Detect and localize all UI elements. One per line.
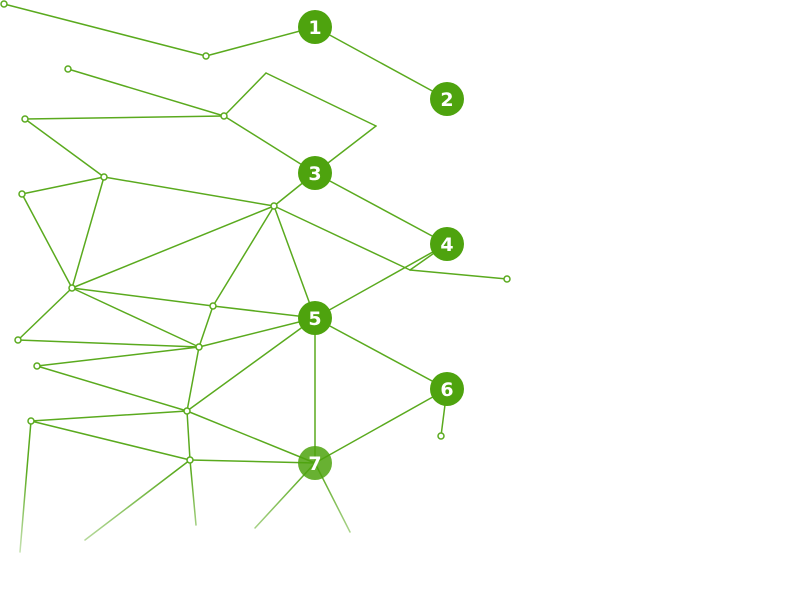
edge-j-h5 bbox=[273, 205, 316, 319]
node-o bbox=[14, 336, 22, 344]
edge-c-d bbox=[67, 68, 225, 117]
edge-h-m bbox=[71, 176, 105, 289]
numbered-node-2: 2 bbox=[430, 82, 464, 116]
edge-n-h5 bbox=[212, 305, 316, 319]
node-s bbox=[27, 417, 35, 425]
edge-r-h7 bbox=[186, 410, 316, 464]
edge-h5-h6 bbox=[314, 317, 448, 390]
node-i bbox=[18, 190, 26, 198]
edge-r-t bbox=[186, 410, 191, 461]
edge-o-p bbox=[17, 339, 200, 348]
numbered-node-1: 1 bbox=[298, 10, 332, 44]
numbered-node-circle bbox=[298, 446, 332, 480]
node-j bbox=[270, 202, 278, 210]
numbered-node-3: 3 bbox=[298, 156, 332, 190]
edge-k-l bbox=[409, 269, 508, 280]
node-m bbox=[68, 284, 76, 292]
numbered-node-circle bbox=[430, 372, 464, 406]
numbered-node-label: 4 bbox=[440, 234, 453, 256]
numbered-node-circle bbox=[298, 10, 332, 44]
edge-h4-h5 bbox=[314, 243, 448, 319]
node-c bbox=[64, 65, 72, 73]
numbered-node-7: 7 bbox=[298, 446, 332, 480]
node-h bbox=[100, 173, 108, 181]
numbered-node-label: 6 bbox=[440, 379, 453, 401]
edge-r-s bbox=[30, 410, 188, 422]
edge-q-p bbox=[36, 346, 200, 367]
edge-d-h3 bbox=[223, 115, 316, 174]
node-t bbox=[186, 456, 194, 464]
edge-a-b bbox=[3, 3, 207, 57]
bottom-fade bbox=[0, 470, 806, 596]
edge-t-h7 bbox=[189, 459, 316, 464]
edge-n-p bbox=[198, 305, 214, 348]
edge-j-m bbox=[71, 205, 275, 289]
numbered-node-circle bbox=[298, 301, 332, 335]
node-q bbox=[33, 362, 41, 370]
edge-h-j bbox=[103, 176, 275, 207]
edge-g-h bbox=[24, 118, 105, 178]
edge-g-d bbox=[24, 115, 225, 120]
edge-o-m bbox=[17, 287, 73, 341]
small-nodes bbox=[0, 0, 511, 464]
edge-i-h bbox=[21, 176, 105, 195]
numbered-node-label: 5 bbox=[308, 308, 321, 330]
node-r bbox=[183, 407, 191, 415]
edge-h1-h2 bbox=[314, 26, 448, 100]
numbered-node-circle bbox=[430, 227, 464, 261]
edge-b-h1 bbox=[205, 26, 316, 57]
numbered-node-4: 4 bbox=[430, 227, 464, 261]
edge-j-k bbox=[273, 205, 411, 271]
edge-d-e bbox=[223, 72, 267, 117]
edge-p-h5 bbox=[198, 317, 316, 348]
node-p bbox=[195, 343, 203, 351]
edge-i-m bbox=[21, 193, 73, 289]
edge-r-h5 bbox=[186, 317, 316, 412]
edge-s-t bbox=[30, 420, 191, 461]
node-u bbox=[437, 432, 445, 440]
numbered-node-label: 3 bbox=[308, 163, 321, 185]
edge-m-n bbox=[71, 287, 214, 307]
node-d bbox=[220, 112, 228, 120]
edge-j-n bbox=[212, 205, 275, 307]
numbered-node-circle bbox=[430, 82, 464, 116]
node-g bbox=[21, 115, 29, 123]
edge-h7-h6 bbox=[314, 388, 448, 464]
edge-h3-h4 bbox=[314, 172, 448, 245]
edge-e-f bbox=[265, 72, 377, 127]
node-a bbox=[0, 0, 8, 8]
edge-m-p bbox=[71, 287, 200, 348]
edge-p-r bbox=[186, 346, 200, 412]
numbered-node-label: 7 bbox=[308, 453, 321, 475]
numbered-node-5: 5 bbox=[298, 301, 332, 335]
numbered-node-circle bbox=[298, 156, 332, 190]
node-b bbox=[202, 52, 210, 60]
numbered-node-6: 6 bbox=[430, 372, 464, 406]
node-n bbox=[209, 302, 217, 310]
edge-q-r bbox=[36, 365, 188, 412]
numbered-node-label: 1 bbox=[308, 17, 321, 39]
numbered-node-label: 2 bbox=[440, 89, 453, 111]
numbered-nodes: 1 2 3 4 5 6 7 bbox=[298, 10, 464, 480]
connection-lines bbox=[3, 3, 508, 553]
node-l bbox=[503, 275, 511, 283]
